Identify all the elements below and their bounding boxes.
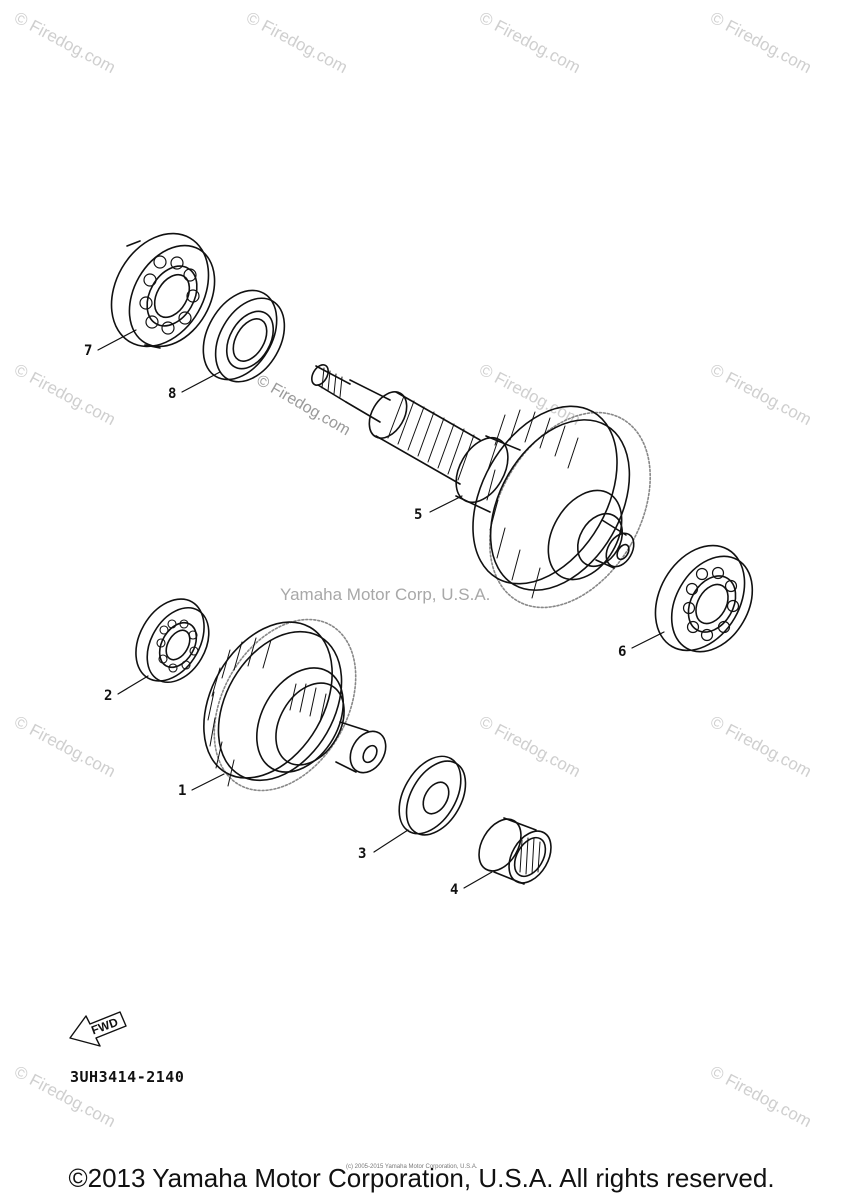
- leader-lines: [97, 329, 665, 889]
- callout-7: 7: [84, 343, 93, 359]
- callout-2: 2: [104, 688, 113, 704]
- diagram-code: 3UH3414-2140: [70, 1068, 185, 1086]
- needle-bearing: [478, 817, 552, 885]
- copyright-notice: ©2013 Yamaha Motor Corporation, U.S.A. A…: [68, 1163, 775, 1193]
- callout-8: 8: [168, 386, 177, 402]
- tiny-copyright: (c) 2005-2015 Yamaha Motor Corporation, …: [346, 1164, 478, 1170]
- drive-gear: [203, 618, 387, 792]
- oil-seal: [202, 289, 286, 383]
- callout-4: 4: [450, 882, 459, 898]
- callout-1: 1: [178, 783, 187, 799]
- fwd-arrow: FWD: [69, 1011, 127, 1047]
- drive-shaft: [311, 364, 651, 609]
- center-watermark: Yamaha Motor Corp, U.S.A.: [280, 585, 491, 604]
- bearing-large-top: [110, 232, 216, 349]
- callout-3: 3: [358, 846, 367, 862]
- bearing-right: [654, 544, 754, 653]
- callout-6: 6: [618, 644, 627, 660]
- washer: [398, 755, 467, 836]
- bearing-small: [135, 598, 210, 683]
- callout-5: 5: [414, 507, 423, 523]
